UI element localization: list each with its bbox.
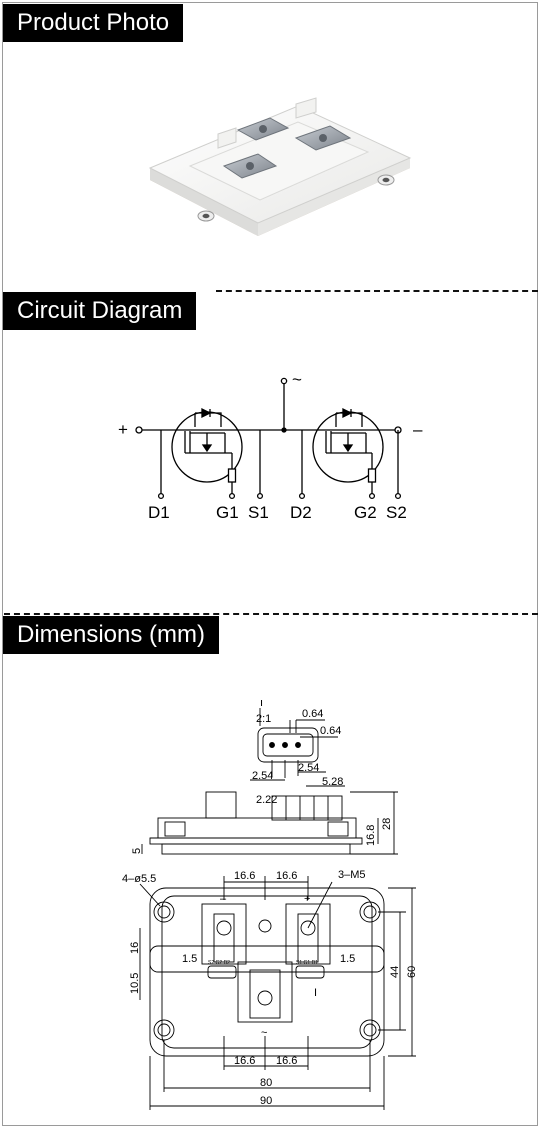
dim-2-54-a: 2.54	[252, 770, 273, 782]
pin-label-d1: D1	[148, 503, 170, 522]
connector-right-label: S1 G1 D1	[296, 960, 318, 966]
plus-label: +	[118, 420, 128, 439]
section-divider	[216, 290, 538, 292]
polarity-minus-mark: –	[220, 893, 227, 905]
dim-28: 28	[381, 818, 393, 830]
dim-bottom-16-6-b: 16.6	[276, 1055, 297, 1067]
dim-bottom-16-6-a: 16.6	[234, 1055, 255, 1067]
detail-label: I	[260, 700, 263, 709]
dim-1-5-a: 1.5	[182, 953, 197, 965]
section-title-circuit-diagram: Circuit Diagram	[3, 292, 197, 330]
module-side-right	[258, 158, 410, 236]
dim-top-16-6-a: 16.6	[234, 870, 255, 882]
module-outline	[149, 887, 385, 1057]
dim-5: 5	[131, 848, 143, 854]
ac-label: ~	[292, 370, 302, 389]
dim-80: 80	[260, 1077, 272, 1089]
section-title-product-photo: Product Photo	[3, 4, 184, 42]
pin-label-d2: D2	[290, 503, 312, 522]
dim-0-64-b: 0.64	[320, 725, 341, 737]
pin-label-g2: G2	[354, 503, 377, 522]
section-title-dimensions: Dimensions (mm)	[3, 616, 220, 654]
polarity-plus-mark: +	[304, 893, 310, 905]
dim-5-28: 5.28	[322, 776, 343, 788]
pin-label-s1: S1	[248, 503, 269, 522]
dim-2-54-b: 2.54	[298, 762, 319, 774]
mount-hole-icon	[153, 1019, 175, 1041]
dim-top-16-6-b: 16.6	[276, 870, 297, 882]
dim-90: 90	[260, 1095, 272, 1107]
view-marker: I	[314, 987, 317, 999]
dim-44: 44	[389, 966, 401, 978]
dim-16-8: 16.8	[365, 825, 377, 846]
dim-16: 16	[129, 942, 141, 954]
dim-0-64-a: 0.64	[302, 708, 323, 720]
connector-left-label: S2 G2 D2	[208, 960, 230, 966]
dimension-drawing: – + ~ I 2:1 0.64 0.64 2.54 2.54 5.28 2.2…	[122, 700, 418, 1110]
polarity-ac-mark: ~	[261, 1027, 267, 1039]
section-divider	[4, 613, 538, 615]
product-photo	[148, 97, 412, 236]
pin-label-g1: G1	[216, 503, 239, 522]
dim-2-22: 2.22	[256, 794, 277, 806]
dim-10-5: 10.5	[129, 973, 141, 994]
mount-hole-icon	[359, 901, 381, 923]
dim-holes: 4–ø5.5	[122, 873, 156, 885]
mount-hole-icon	[359, 1019, 381, 1041]
dim-1-5-b: 1.5	[340, 953, 355, 965]
mount-hole-icon	[153, 901, 175, 923]
pin-label-s2: S2	[386, 503, 407, 522]
dim-screws: 3–M5	[338, 869, 366, 881]
detail-scale: 2:1	[256, 713, 271, 725]
minus-label: –	[413, 420, 423, 439]
module-side-left	[150, 168, 258, 236]
dim-60: 60	[406, 966, 418, 978]
circuit-diagram: + – ~ D1 G1 S1 D2 G2 S2	[118, 370, 423, 522]
